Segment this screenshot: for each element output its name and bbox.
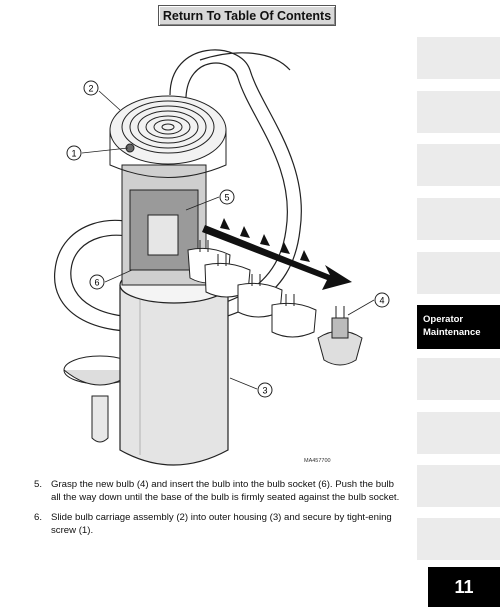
- bulb-sequence: [187, 240, 317, 338]
- step-text: Grasp the new bulb (4) and insert the bu…: [51, 479, 400, 503]
- instruction-steps: 5. Grasp the new bulb (4) and insert the…: [34, 479, 400, 545]
- step-6: 6. Slide bulb carriage assembly (2) into…: [34, 512, 400, 537]
- callout-1: 1: [66, 145, 82, 161]
- section-tab-1[interactable]: [417, 37, 500, 79]
- callout-4: 4: [374, 292, 390, 308]
- svg-text:5: 5: [224, 193, 229, 203]
- svg-text:3: 3: [262, 386, 267, 396]
- svg-text:6: 6: [94, 278, 99, 288]
- figure-code: MA457700: [304, 458, 331, 464]
- callout-leaders: [81, 90, 375, 390]
- section-tab-3[interactable]: [417, 144, 500, 186]
- tab-label-line2: Maintenance: [423, 327, 481, 338]
- step-5: 5. Grasp the new bulb (4) and insert the…: [34, 479, 400, 504]
- step-number: 6.: [34, 512, 43, 524]
- callout-5: 5: [219, 189, 235, 205]
- section-tab-4[interactable]: [417, 198, 500, 240]
- callout-markers: 1 2 3 4 5 6: [66, 80, 390, 398]
- svg-text:1: 1: [71, 149, 76, 159]
- tab-label-line1: Operator: [423, 314, 464, 325]
- callout-6: 6: [89, 274, 105, 290]
- step-text: Slide bulb carriage assembly (2) into ou…: [51, 512, 392, 536]
- new-bulb: [317, 306, 363, 366]
- section-tab-10[interactable]: [417, 518, 500, 560]
- section-tab-9[interactable]: [417, 465, 500, 507]
- svg-text:2: 2: [88, 84, 93, 94]
- section-tabs: Operator Maintenance: [417, 0, 500, 607]
- svg-text:4: 4: [379, 296, 384, 306]
- callout-3: 3: [257, 382, 273, 398]
- step-number: 5.: [34, 479, 43, 490]
- section-tab-7[interactable]: [417, 358, 500, 400]
- removal-arrow: [202, 218, 352, 290]
- section-tab-2[interactable]: [417, 91, 500, 133]
- section-tab-operator-maintenance[interactable]: Operator Maintenance: [417, 305, 500, 349]
- outer-housing: [119, 266, 229, 466]
- return-to-toc-button[interactable]: Return To Table Of Contents: [158, 5, 336, 26]
- section-tab-5[interactable]: [417, 252, 500, 294]
- section-tab-8[interactable]: [417, 412, 500, 454]
- bulb-replacement-illustration: 1 2 3 4 5 6 MA457700: [54, 49, 390, 466]
- callout-2: 2: [83, 80, 99, 96]
- page-number: 11: [428, 567, 500, 607]
